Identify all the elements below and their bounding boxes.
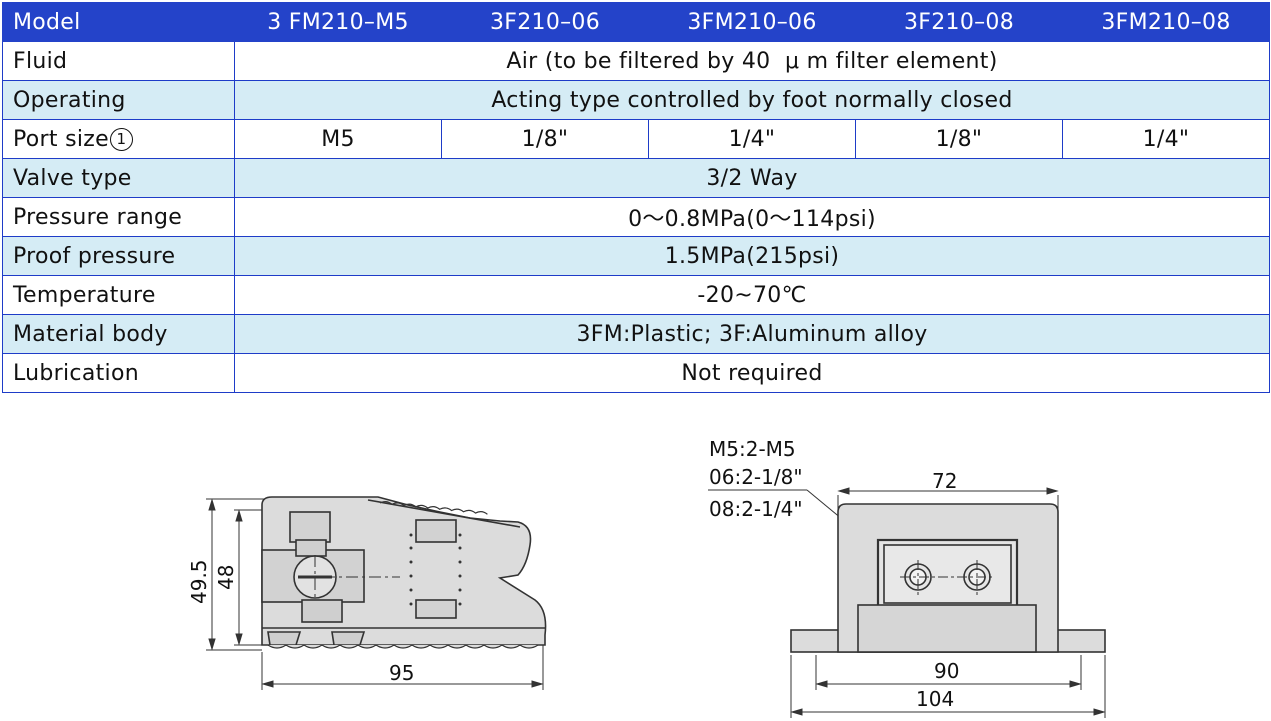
spec-table: Model 3 FM210–M5 3F210–06 3FM210–06 3F21… [2,2,1270,393]
row-value-valve-type: 3/2 Way [234,158,1270,198]
row-value-material-body: 3FM:Plastic; 3F:Aluminum alloy [234,314,1270,354]
side-view-drawing: 49.5 48 95 [187,496,547,690]
dim-inner-width: 90 [934,659,959,683]
row-label-material-body: Material body [2,314,235,354]
row-value-proof-pressure: 1.5MPa(215psi) [234,236,1270,276]
row-label-valve-type: Valve type [2,158,235,198]
dim-height-outer: 49.5 [187,559,211,604]
row-pressure-range: Pressure range 0～0.8MPa(0～114psi) [2,197,1270,237]
port-note-08: 08:2-1/4" [709,497,803,521]
row-value-temperature: -20~70℃ [234,275,1270,315]
dim-length: 95 [389,661,414,685]
row-label-lubrication: Lubrication [2,353,235,393]
header-model-4: 3F210–08 [855,2,1063,42]
header-model-1: 3 FM210–M5 [234,2,442,42]
row-valve-type: Valve type 3/2 Way [2,158,1270,198]
row-value-fluid: Air (to be filtered by 40 μ m filter ele… [234,41,1270,81]
port-size-label-text: Port size [13,126,109,152]
port-size-value-1: M5 [234,119,442,159]
row-value-pressure-range: 0～0.8MPa(0～114psi) [234,197,1270,237]
dim-top-width: 72 [932,469,957,493]
circled-number-marker: 1 [109,127,133,151]
port-size-value-3: 1/4" [648,119,856,159]
row-label-fluid: Fluid [2,41,235,81]
port-note-06: 06:2-1/8" [709,465,803,489]
row-material-body: Material body 3FM:Plastic; 3F:Aluminum a… [2,314,1270,354]
front-view-drawing: M5:2-M5 06:2-1/8" 08:2-1/4" 72 90 104 [708,437,1106,718]
port-note-m5: M5:2-M5 [709,437,796,461]
row-temperature: Temperature -20~70℃ [2,275,1270,315]
row-lubrication: Lubrication Not required [2,353,1270,393]
row-value-operating: Acting type controlled by foot normally … [234,80,1270,120]
port-size-value-4: 1/8" [855,119,1063,159]
dim-height-inner: 48 [214,565,238,590]
row-fluid: Fluid Air (to be filtered by 40 μ m filt… [2,41,1270,81]
header-model-label: Model [2,2,235,42]
port-size-value-5: 1/4" [1062,119,1270,159]
port-size-value-2: 1/8" [441,119,649,159]
header-model-5: 3FM210–08 [1062,2,1270,42]
row-label-pressure-range: Pressure range [2,197,235,237]
row-operating: Operating Acting type controlled by foot… [2,80,1270,120]
row-proof-pressure: Proof pressure 1.5MPa(215psi) [2,236,1270,276]
header-model-2: 3F210–06 [441,2,649,42]
header-row: Model 3 FM210–M5 3F210–06 3FM210–06 3F21… [2,2,1270,42]
row-label-temperature: Temperature [2,275,235,315]
dim-overall-width: 104 [916,687,954,711]
row-value-lubrication: Not required [234,353,1270,393]
row-label-operating: Operating [2,80,235,120]
row-label-proof-pressure: Proof pressure [2,236,235,276]
header-model-3: 3FM210–06 [648,2,856,42]
